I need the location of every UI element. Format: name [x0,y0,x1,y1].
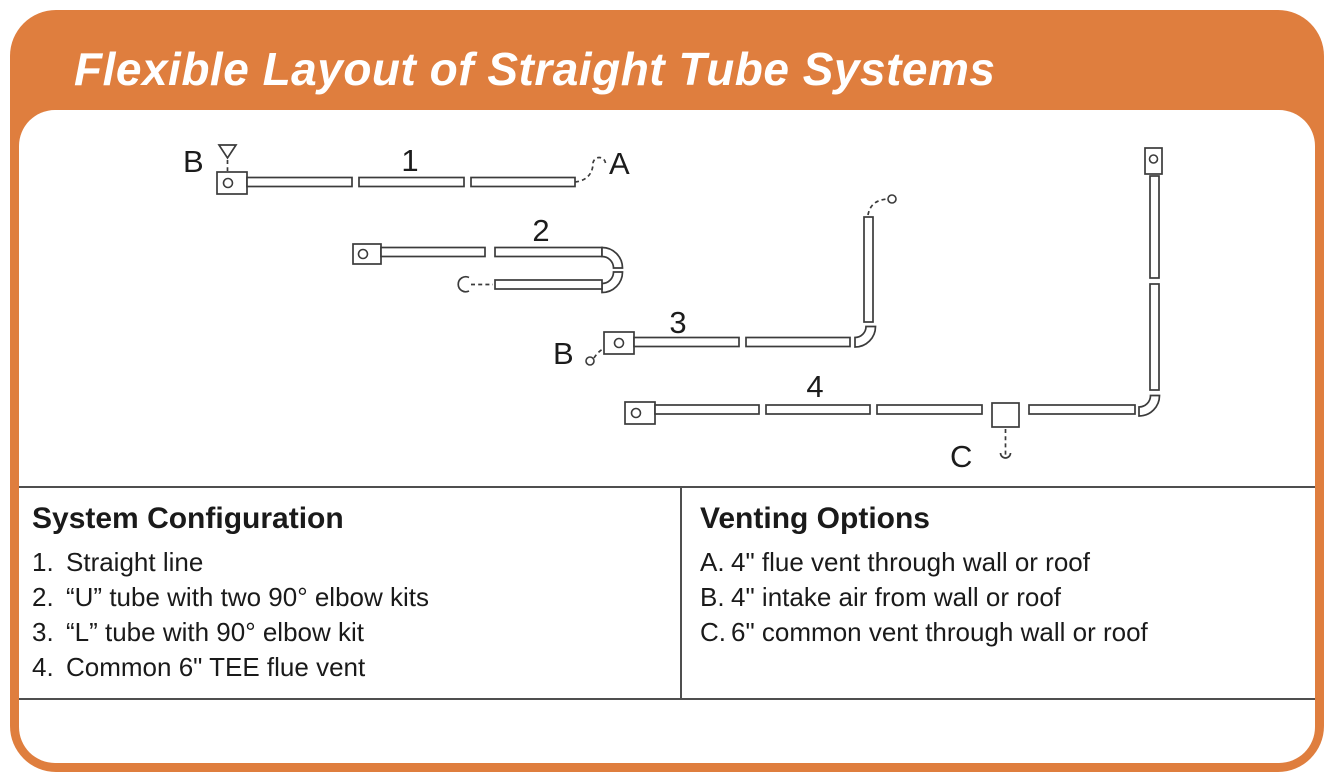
list-item-marker: 4. [32,652,54,682]
burner-port [1148,154,1159,164]
system-3-l-tube: 3 B [553,194,897,371]
common-vent-hook [999,452,1012,459]
tube-segment-vertical [863,216,874,323]
tube-segment [358,176,465,188]
list-item-text: Straight line [66,547,204,577]
intake-funnel-icon [217,144,238,160]
intake-terminal [585,356,595,366]
flue-terminal [887,194,897,204]
list-item-text: “U” tube with two 90° elbow kits [66,582,429,612]
tube-segment [494,279,603,290]
panel-column-divider [680,488,682,698]
list-item: 3. “L” tube with 90° elbow kit [32,615,680,650]
tube-segment [745,336,851,348]
list-item-marker: 3. [32,617,54,647]
list-item-marker: A. [700,547,725,577]
vent-b-label-system3: B [553,336,574,371]
system-3-number: 3 [669,305,686,340]
system-1-number: 1 [401,143,418,178]
tube-segment [654,404,760,415]
diagram-panel-divider [19,486,1315,488]
list-item-marker: 1. [32,547,54,577]
system-2-number: 2 [532,213,549,248]
list-item-text: 4" intake air from wall or roof [731,582,1062,612]
tube-segment [1028,404,1136,415]
elbow-90-icon [854,325,877,348]
list-item-text: Common 6" TEE flue vent [66,652,366,682]
system-2-u-tube: 2 [352,213,624,294]
list-item-text: 4" flue vent through wall or roof [731,547,1090,577]
list-item: C. 6" common vent through wall or roof [700,615,1315,650]
system-1-straight-line: B 1 A [183,143,630,195]
system-configuration-panel: System Configuration 1. Straight line 2.… [19,488,680,698]
vent-a-label: A [609,146,630,181]
burner-port [630,407,642,419]
venting-options-panel: Venting Options A. 4" flue vent through … [682,488,1315,698]
vent-b-label-system1: B [183,144,204,179]
system-configuration-list: 1. Straight line 2. “U” tube with two 90… [32,545,680,685]
venting-options-title: Venting Options [700,502,930,535]
vent-c-label: C [950,439,972,474]
list-item: B. 4" intake air from wall or roof [700,580,1315,615]
tee-fitting [991,402,1020,428]
elbow-90-icon [1138,394,1161,417]
list-item-marker: B. [700,582,725,612]
burner-port [613,337,625,349]
system-4-common-tee: 4 C [624,147,1163,474]
system-4-number: 4 [806,369,823,404]
venting-options-list: A. 4" flue vent through wall or roof B. … [700,545,1315,650]
tube-segment [470,176,576,188]
list-item: A. 4" flue vent through wall or roof [700,545,1315,580]
figure-content-panel: B 1 A 2 [19,110,1315,763]
flue-vent-crook [574,156,607,183]
manual-figure-card: Flexible Layout of Straight Tube Systems… [10,10,1324,772]
list-item: 2. “U” tube with two 90° elbow kits [32,580,680,615]
system-configuration-title: System Configuration [32,502,344,535]
list-item: 4. Common 6" TEE flue vent [32,650,680,685]
figure-title: Flexible Layout of Straight Tube Systems [74,43,996,95]
tube-segment [876,404,983,415]
tube-segment-vertical [1149,283,1160,391]
elbow-90-icon [601,271,624,294]
burner-port [357,248,369,260]
tube-segment [765,404,871,415]
tube-segment [246,176,353,188]
burner-port [222,177,234,189]
tube-segment [494,246,603,258]
tube-systems-diagram: B 1 A 2 [183,143,1163,474]
flue-dashed-line [867,198,888,216]
tube-segment [633,336,740,348]
tube-segment-vertical [1149,175,1160,279]
list-item-text: “L” tube with 90° elbow kit [66,617,364,647]
open-end-hook [457,275,470,293]
list-item-marker: 2. [32,582,54,612]
list-item-text: 6" common vent through wall or roof [731,617,1148,647]
panel-bottom-divider [19,698,1315,700]
elbow-90-icon [601,246,624,269]
tube-segment [380,246,486,258]
list-item-marker: C. [700,617,726,647]
list-item: 1. Straight line [32,545,680,580]
